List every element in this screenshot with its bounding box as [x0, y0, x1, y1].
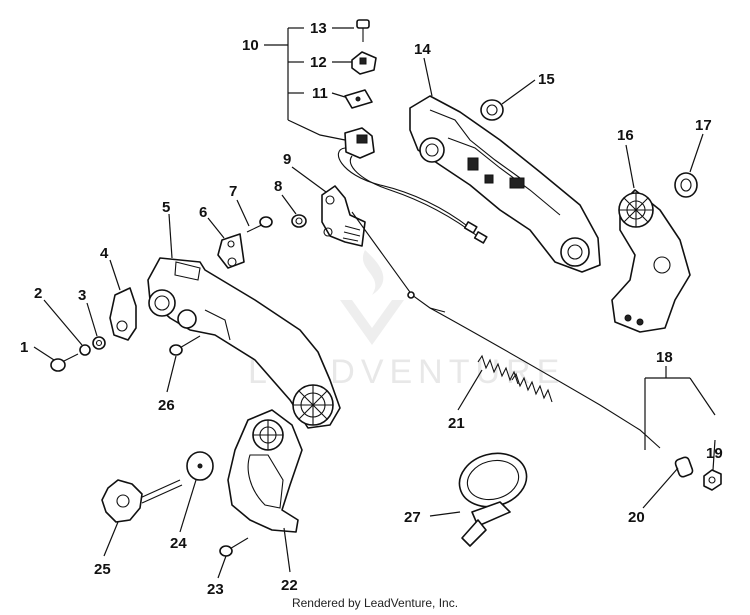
- part-18-throttle-cable: [351, 211, 661, 449]
- callout-10: 10: [242, 37, 259, 54]
- callout-12: 12: [310, 54, 327, 71]
- callout-8: 8: [274, 178, 282, 195]
- callout-3: 3: [78, 287, 86, 304]
- callout-1: 1: [20, 339, 28, 356]
- part-10-switch-assembly: [337, 127, 488, 244]
- callout-21: 21: [448, 415, 465, 432]
- part-12-nut: [351, 51, 377, 75]
- part-22-lower-clamp: [227, 409, 303, 533]
- part-7-screw: [246, 216, 273, 233]
- part-26-screw: [169, 335, 201, 356]
- callout-26: 26: [158, 397, 175, 414]
- callout-23: 23: [207, 581, 224, 598]
- part-11-plate: [344, 89, 373, 109]
- callout-18: 18: [656, 349, 673, 366]
- callout-4: 4: [100, 245, 109, 262]
- callout-5: 5: [162, 199, 170, 216]
- part-3-washer: [92, 336, 106, 350]
- part-16-gear-bracket: [611, 189, 691, 333]
- part-23-screw: [219, 537, 249, 557]
- part-24-washer: [186, 451, 214, 481]
- callout-2: 2: [34, 285, 42, 302]
- part-14-throttle-housing: [409, 95, 601, 273]
- callout-22: 22: [281, 577, 298, 594]
- callout-17: 17: [695, 117, 712, 134]
- part-8-washer: [291, 214, 307, 228]
- callout-leader-lines: [33, 27, 716, 579]
- part-9-trigger-lever: [321, 185, 366, 247]
- part-1-screw: [50, 353, 79, 372]
- part-6-switch-plate: [217, 233, 245, 269]
- callout-15: 15: [538, 71, 555, 88]
- part-27-cable-tie: [458, 452, 528, 547]
- callout-7: 7: [229, 183, 237, 200]
- callout-16: 16: [617, 127, 634, 144]
- callout-labels: 1 2 3 4 5 6 7 8 9 10 11 12 13 14 15 16 1…: [20, 20, 723, 598]
- callout-24: 24: [170, 535, 187, 552]
- part-25-knob-bolt: [101, 479, 183, 523]
- part-2-washer: [79, 344, 91, 356]
- part-19-nut: [703, 469, 722, 491]
- callout-25: 25: [94, 561, 111, 578]
- callout-27: 27: [404, 509, 421, 526]
- callout-14: 14: [414, 41, 431, 58]
- callout-20: 20: [628, 509, 645, 526]
- part-17-cap: [674, 172, 698, 198]
- callout-9: 9: [283, 151, 291, 168]
- callout-13: 13: [310, 20, 327, 37]
- callout-19: 19: [706, 445, 723, 462]
- part-20-ferrule: [674, 456, 694, 478]
- part-4-lever: [109, 287, 137, 341]
- callout-11: 11: [312, 85, 328, 102]
- part-5-handle-bracket: [147, 257, 341, 429]
- part-21-spring: [477, 354, 553, 403]
- part-13-screw: [356, 19, 370, 42]
- callout-6: 6: [199, 204, 207, 221]
- render-credit: Rendered by LeadVenture, Inc.: [291, 596, 459, 610]
- part-15-grommet: [480, 99, 504, 121]
